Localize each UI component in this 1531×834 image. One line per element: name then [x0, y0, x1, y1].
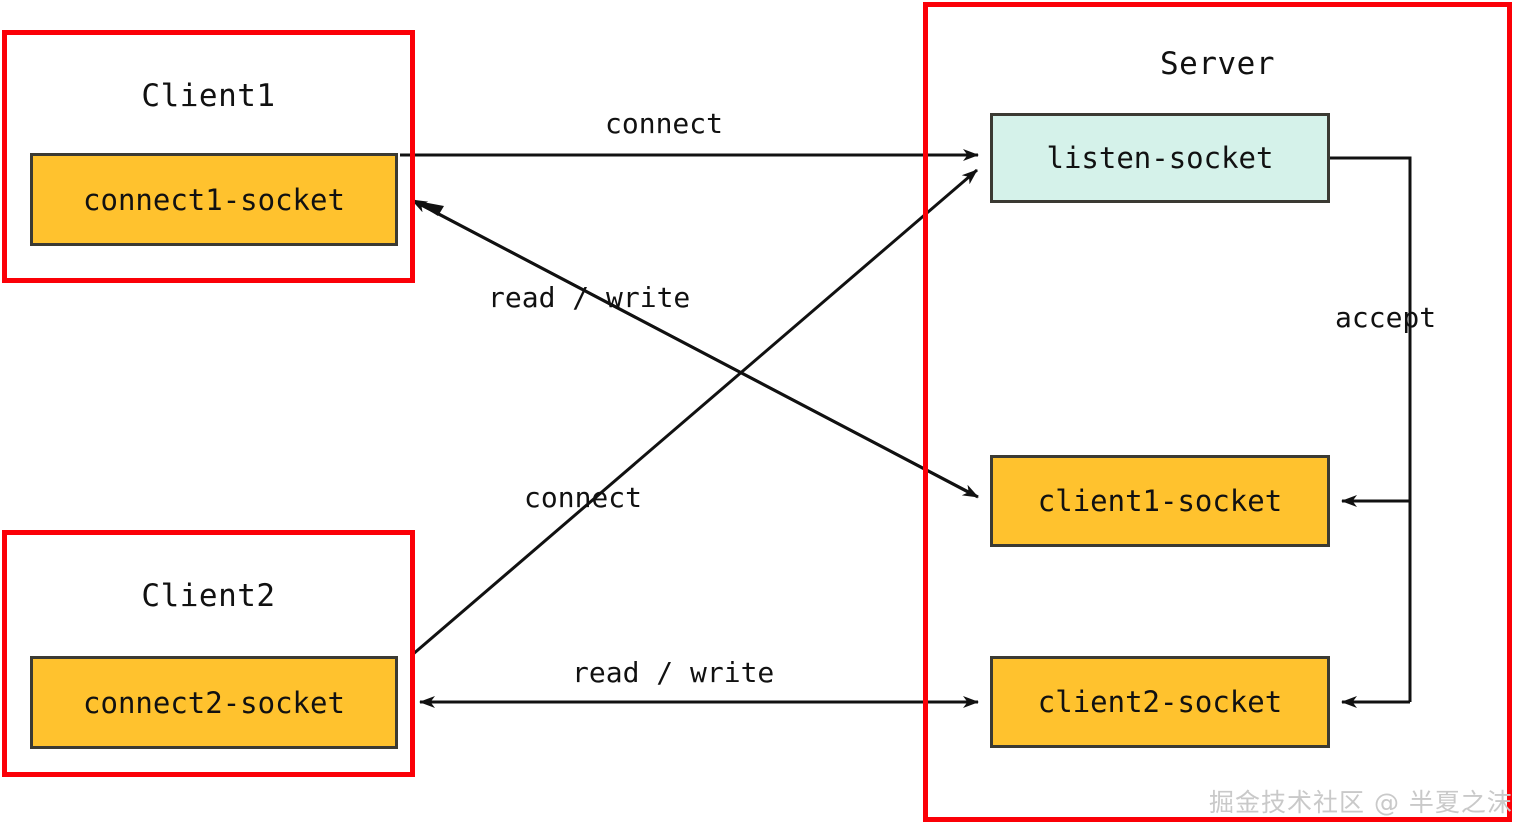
node-connect1-socket[interactable]: connect1-socket [30, 153, 398, 246]
edge-label-readwrite-bottom: read / write [572, 656, 775, 689]
group-server [923, 2, 1512, 822]
group-server-title: Server [1160, 46, 1275, 82]
node-client1-socket[interactable]: client1-socket [990, 455, 1330, 547]
node-connect2-socket[interactable]: connect2-socket [30, 656, 398, 749]
edge-label-connect-bottom: connect [524, 481, 643, 514]
node-listen-socket[interactable]: listen-socket [990, 113, 1330, 203]
group-client1-title: Client1 [141, 78, 276, 114]
edge-connect-bottom [411, 168, 978, 657]
edge-label-accept: accept [1335, 301, 1437, 334]
edge-readwrite-top [411, 198, 979, 499]
group-client2-title: Client2 [141, 578, 276, 614]
edge-label-readwrite-top: read / write [488, 281, 691, 314]
node-client2-socket[interactable]: client2-socket [990, 656, 1330, 748]
group-client1 [2, 30, 415, 283]
edge-label-connect-top: connect [605, 107, 724, 140]
group-client2 [2, 530, 415, 777]
watermark: 掘金技术社区 @ 半夏之沫 [1209, 788, 1513, 817]
edge-accept [1330, 156, 1412, 708]
